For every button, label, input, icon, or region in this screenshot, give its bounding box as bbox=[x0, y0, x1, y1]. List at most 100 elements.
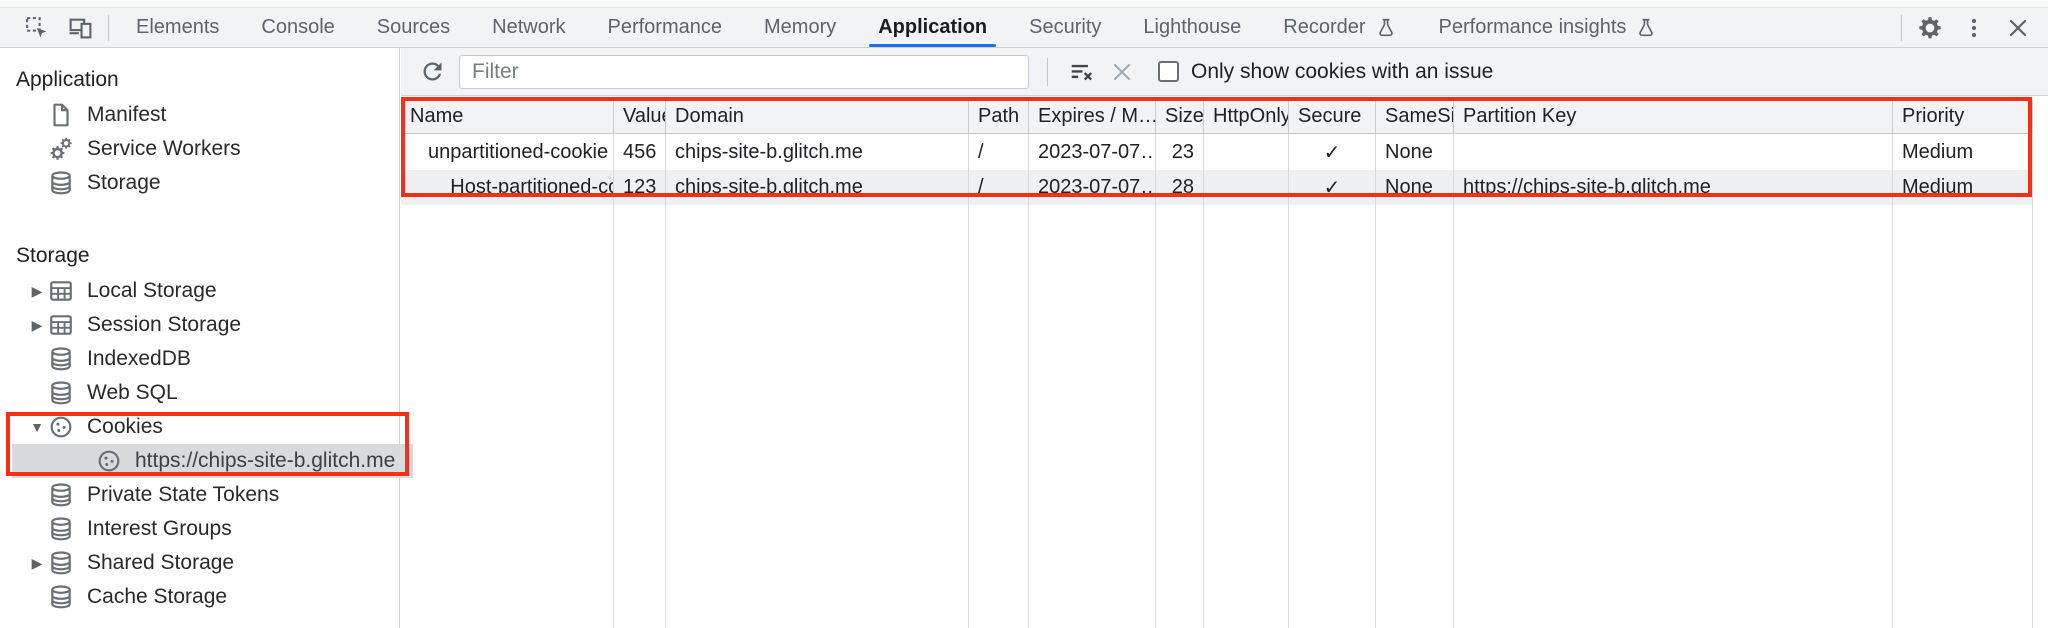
tab-performance[interactable]: Performance bbox=[607, 16, 723, 38]
tab-application[interactable]: Application bbox=[857, 8, 1008, 47]
sidebar-item-private-state-tokens[interactable]: Private State Tokens bbox=[0, 478, 399, 512]
cell-domain: chips-site-b.glitch.me bbox=[666, 170, 969, 205]
cell-path: / bbox=[969, 170, 1029, 205]
cell-partition-key bbox=[1454, 135, 1893, 170]
column-header-value[interactable]: Value bbox=[614, 100, 666, 133]
divider bbox=[108, 14, 109, 41]
kebab-menu-icon[interactable] bbox=[1952, 8, 1996, 47]
cookies-toolbar: Only show cookies with an issue bbox=[401, 48, 2048, 96]
tab-network[interactable]: Network bbox=[492, 16, 566, 38]
cell-size: 28 bbox=[1156, 170, 1204, 205]
cell-name: unpartitioned-cookie bbox=[401, 135, 614, 170]
sidebar-item-label: Cookies bbox=[87, 415, 163, 438]
tab-recorder[interactable]: Recorder bbox=[1262, 8, 1417, 47]
sidebar-item-label: Web SQL bbox=[87, 381, 178, 404]
cell-path: / bbox=[969, 135, 1029, 170]
refresh-icon[interactable] bbox=[411, 51, 453, 93]
cell-expires: 2023-07-07… bbox=[1029, 135, 1156, 170]
experiment-flask-icon bbox=[1375, 17, 1397, 39]
sidebar-item-label: Session Storage bbox=[87, 313, 242, 336]
table-icon bbox=[48, 278, 74, 304]
cell-partition-key: https://chips-site-b.glitch.me bbox=[1454, 170, 1893, 205]
table-row[interactable]: __Host-partitioned-cookie 123 chips-site… bbox=[401, 170, 2033, 205]
chevron-right-icon[interactable]: ▶ bbox=[31, 554, 43, 571]
chevron-right-icon[interactable]: ▶ bbox=[31, 282, 43, 299]
device-toolbar-icon[interactable] bbox=[58, 8, 102, 47]
sidebar-item-storage[interactable]: Storage bbox=[0, 166, 399, 200]
sidebar-section-application: Application bbox=[16, 68, 119, 91]
table-header-row: Name Value Domain Path Expires / M… Size… bbox=[401, 100, 2033, 134]
chevron-down-icon[interactable]: ▼ bbox=[30, 419, 44, 435]
tab-sources[interactable]: Sources bbox=[376, 16, 451, 38]
sidebar-item-cookie-origin[interactable]: https://chips-site-b.glitch.me bbox=[12, 444, 413, 478]
sidebar-item-label: Storage bbox=[87, 171, 161, 194]
application-sidebar: Application Manifest Service Workers Sto… bbox=[0, 48, 413, 628]
column-header-size[interactable]: Size bbox=[1156, 100, 1204, 133]
column-header-httponly[interactable]: HttpOnly bbox=[1204, 100, 1289, 133]
sidebar-item-web-sql[interactable]: Web SQL bbox=[0, 376, 399, 410]
sidebar-item-service-workers[interactable]: Service Workers bbox=[0, 132, 399, 166]
filter-input[interactable] bbox=[459, 54, 1029, 89]
cell-priority: Medium bbox=[1893, 170, 2033, 205]
sidebar-item-label: IndexedDB bbox=[87, 347, 191, 370]
tab-performance-insights[interactable]: Performance insights bbox=[1418, 8, 1679, 47]
delete-selected-icon[interactable] bbox=[1102, 52, 1142, 92]
tab-lighthouse[interactable]: Lighthouse bbox=[1143, 16, 1242, 38]
cell-value: 123 bbox=[614, 170, 666, 205]
devtools-tab-bar: Elements Console Sources Network Perform… bbox=[0, 8, 2048, 48]
cookie-icon bbox=[48, 414, 74, 440]
sidebar-item-manifest[interactable]: Manifest bbox=[0, 98, 399, 132]
sidebar-item-indexeddb[interactable]: IndexedDB bbox=[0, 342, 399, 376]
tab-elements[interactable]: Elements bbox=[136, 16, 220, 38]
file-icon bbox=[48, 102, 74, 128]
tab-console[interactable]: Console bbox=[261, 16, 335, 38]
experiment-flask-icon bbox=[1635, 17, 1657, 39]
column-header-samesite[interactable]: SameSite bbox=[1376, 100, 1454, 133]
sidebar-item-local-storage[interactable]: ▶ Local Storage bbox=[0, 274, 399, 308]
column-header-expires[interactable]: Expires / M… bbox=[1029, 100, 1156, 133]
service-workers-icon bbox=[48, 136, 74, 162]
database-icon bbox=[48, 380, 74, 406]
inspect-element-icon[interactable] bbox=[14, 8, 58, 47]
column-header-priority[interactable]: Priority bbox=[1893, 100, 2033, 133]
settings-gear-icon[interactable] bbox=[1908, 8, 1952, 47]
database-icon bbox=[48, 516, 74, 542]
cell-expires: 2023-07-07… bbox=[1029, 170, 1156, 205]
chevron-right-icon[interactable]: ▶ bbox=[31, 316, 43, 333]
divider bbox=[1047, 57, 1048, 86]
only-issues-control: Only show cookies with an issue bbox=[1158, 60, 1493, 84]
sidebar-item-label: Service Workers bbox=[87, 137, 241, 160]
sidebar-item-cookies[interactable]: ▼ Cookies bbox=[0, 410, 399, 444]
cookies-table-panel: Name Value Domain Path Expires / M… Size… bbox=[401, 96, 2048, 628]
sidebar-item-interest-groups[interactable]: Interest Groups bbox=[0, 512, 399, 546]
sidebar-item-label: Shared Storage bbox=[87, 551, 235, 574]
database-icon bbox=[48, 346, 74, 372]
sidebar-item-label: https://chips-site-b.glitch.me bbox=[135, 449, 396, 472]
sidebar-item-label: Local Storage bbox=[87, 279, 217, 302]
sidebar-item-cache-storage[interactable]: Cache Storage bbox=[0, 580, 399, 614]
cookie-icon bbox=[96, 448, 122, 474]
cell-size: 23 bbox=[1156, 135, 1204, 170]
tab-memory[interactable]: Memory bbox=[764, 16, 837, 38]
column-header-name[interactable]: Name bbox=[401, 100, 614, 133]
only-issues-label: Only show cookies with an issue bbox=[1191, 59, 1494, 83]
sidebar-section-storage: Storage bbox=[16, 244, 90, 267]
close-devtools-icon[interactable] bbox=[1996, 8, 2040, 47]
column-header-path[interactable]: Path bbox=[969, 100, 1029, 133]
clear-all-cookies-icon[interactable] bbox=[1062, 52, 1102, 92]
column-header-secure[interactable]: Secure bbox=[1289, 100, 1376, 133]
tab-security[interactable]: Security bbox=[1029, 16, 1102, 38]
window-top-edge bbox=[0, 0, 2048, 8]
cell-samesite: None bbox=[1376, 135, 1454, 170]
only-issues-checkbox[interactable] bbox=[1158, 61, 1179, 82]
sidebar-item-shared-storage[interactable]: ▶ Shared Storage bbox=[0, 546, 399, 580]
column-header-domain[interactable]: Domain bbox=[666, 100, 969, 133]
column-header-partition-key[interactable]: Partition Key bbox=[1454, 100, 1893, 133]
cell-httponly bbox=[1204, 135, 1289, 170]
table-row[interactable]: unpartitioned-cookie 456 chips-site-b.gl… bbox=[401, 135, 2033, 170]
database-icon bbox=[48, 550, 74, 576]
sidebar-item-label: Cache Storage bbox=[87, 585, 228, 608]
sidebar-item-session-storage[interactable]: ▶ Session Storage bbox=[0, 308, 399, 342]
sidebar-item-label: Interest Groups bbox=[87, 517, 232, 540]
database-icon bbox=[48, 170, 74, 196]
